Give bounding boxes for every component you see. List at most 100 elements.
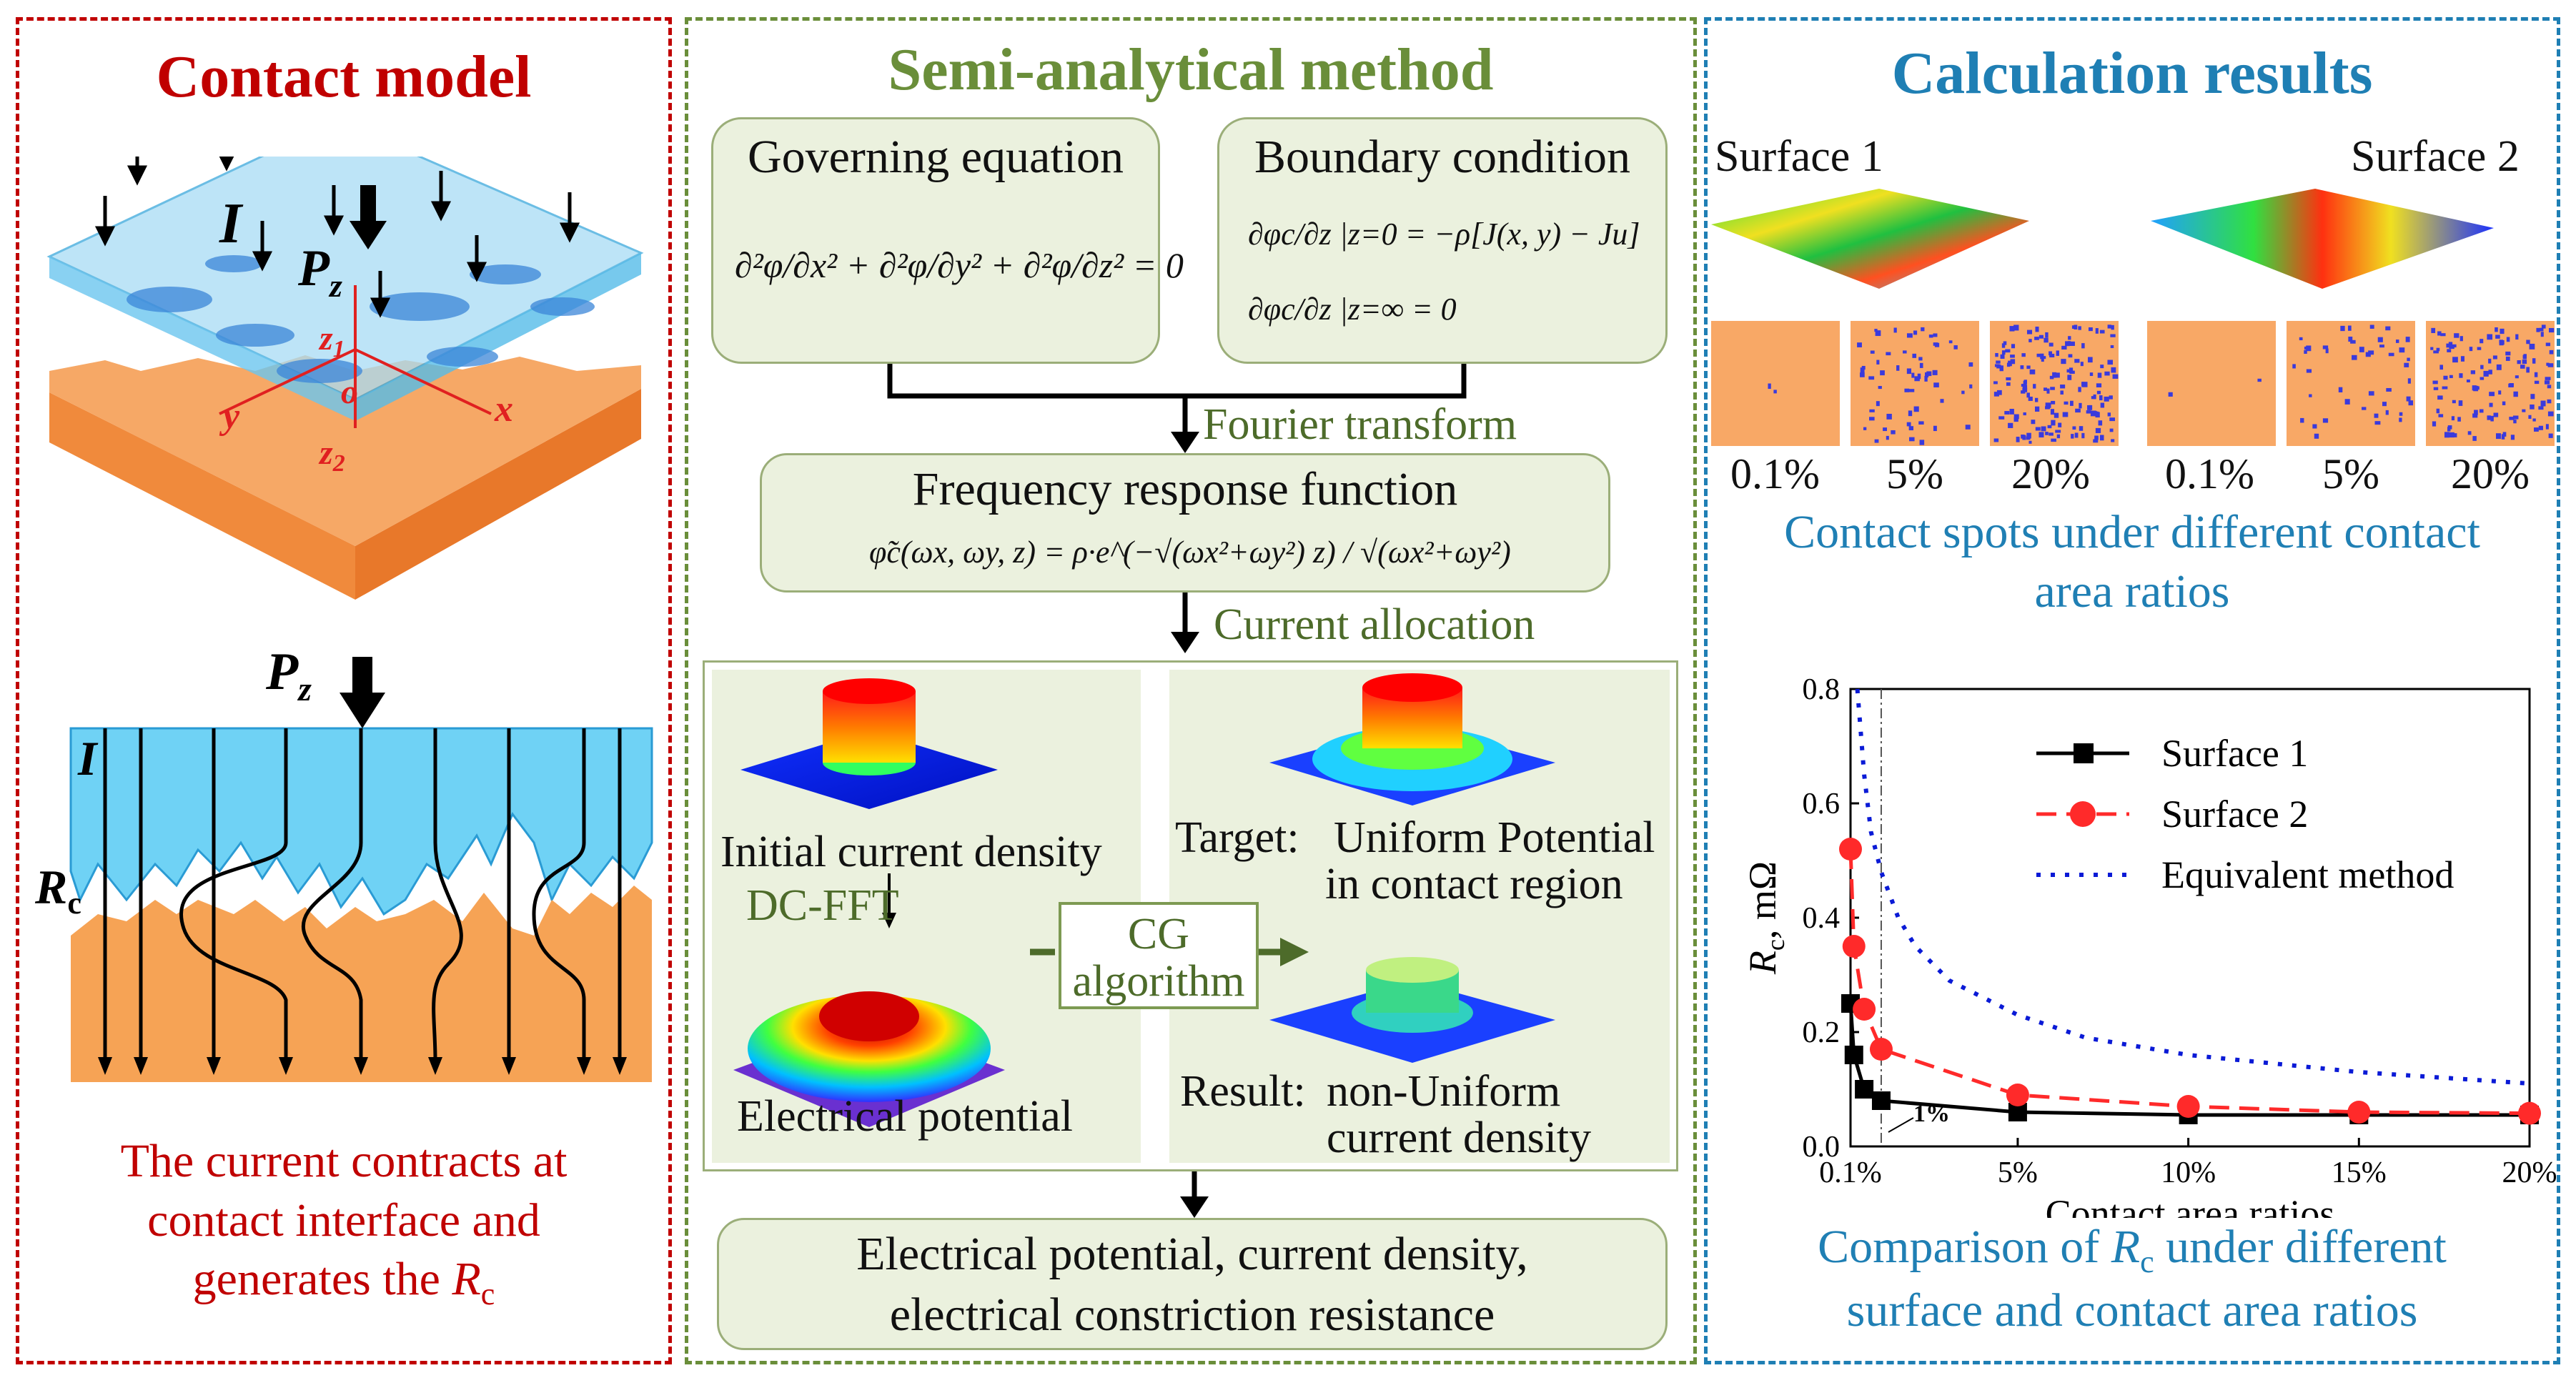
contact-spot bbox=[2340, 325, 2345, 332]
result-text-2: current density bbox=[1327, 1114, 1592, 1162]
algorithm-graphics bbox=[733, 673, 1555, 1127]
contact-spot bbox=[1999, 365, 2003, 372]
contact-spot bbox=[2510, 435, 2515, 440]
contact-spot bbox=[2480, 377, 2485, 380]
contact-spot-maps bbox=[1711, 321, 2555, 446]
cg-label-1: CG bbox=[1127, 910, 1190, 958]
contact-spot bbox=[2440, 333, 2446, 337]
contact-spot bbox=[1996, 360, 2001, 364]
contact-spot bbox=[1880, 370, 1885, 376]
contact-spot bbox=[2526, 339, 2530, 344]
contact-spot bbox=[2093, 394, 2096, 400]
contact-spot bbox=[2437, 395, 2443, 400]
contact-spot bbox=[2489, 402, 2493, 407]
data-point-s2 bbox=[1842, 935, 1866, 958]
contact-spot bbox=[2110, 344, 2114, 349]
label-Pz: P bbox=[297, 239, 330, 297]
contact-spot bbox=[2011, 344, 2016, 349]
contact-spot bbox=[2433, 387, 2439, 390]
contact-spot bbox=[2075, 408, 2081, 413]
axis-label-x: x bbox=[494, 389, 513, 430]
contact-spot bbox=[2509, 417, 2515, 420]
contact-spot bbox=[2061, 345, 2067, 350]
contact-spot bbox=[2070, 400, 2074, 406]
contact-spot bbox=[2093, 439, 2099, 443]
contact-spot bbox=[2306, 369, 2312, 373]
contact-spot bbox=[2452, 357, 2458, 363]
contact-spot bbox=[2060, 390, 2064, 395]
contact-spot bbox=[2016, 437, 2020, 442]
contact-spot bbox=[2407, 378, 2411, 384]
contact-spot bbox=[2430, 347, 2434, 350]
contact-spot bbox=[1993, 438, 1999, 442]
contact-spot bbox=[1896, 365, 1900, 371]
contact-spot bbox=[2023, 412, 2026, 416]
result-label: Result: bbox=[1180, 1067, 1306, 1116]
contact-spots-caption: Contact spots under different contact ar… bbox=[1708, 503, 2557, 621]
calculation-results-title: Calculation results bbox=[1891, 40, 2373, 106]
contact-spot bbox=[2382, 402, 2387, 407]
contact-spot bbox=[2074, 324, 2078, 329]
contact-spot bbox=[2447, 427, 2451, 432]
contact-spot bbox=[1875, 330, 1881, 337]
cg-label-2: algorithm bbox=[1072, 957, 1245, 1006]
contact-spot bbox=[1870, 350, 1875, 354]
fourier-transform-label: Fourier transform bbox=[1203, 400, 1517, 449]
data-point-s2 bbox=[2347, 1101, 2371, 1124]
x-tick-label: 10% bbox=[2161, 1156, 2216, 1189]
output-line-1: Electrical potential, current density, bbox=[856, 1228, 1528, 1280]
contact-spot bbox=[2107, 412, 2111, 417]
contact-spot bbox=[2546, 362, 2550, 366]
caption-line-1: The current contracts at bbox=[120, 1135, 568, 1187]
contact-spot bbox=[2068, 336, 2071, 340]
contact-spot bbox=[2008, 360, 2012, 367]
contact-spot bbox=[2488, 358, 2492, 364]
contact-spot bbox=[2292, 364, 2296, 369]
contact-spot bbox=[1874, 439, 1879, 443]
contact-spot bbox=[2110, 334, 2116, 337]
contact-spot bbox=[2058, 422, 2062, 427]
contact-spot bbox=[2060, 385, 2066, 389]
label-Pz-sub: z bbox=[328, 267, 342, 304]
contact-spot bbox=[2538, 425, 2543, 430]
contact-spot bbox=[1908, 426, 1914, 431]
spot-map-s1-0.1 bbox=[1711, 321, 1840, 446]
contact-spot bbox=[1908, 410, 1913, 417]
y-tick-label: 0.8 bbox=[1803, 673, 1841, 706]
contact-spot bbox=[2469, 347, 2473, 352]
y-tick-label: 0.2 bbox=[1803, 1016, 1841, 1049]
legend-label: Equivalent method bbox=[2161, 853, 2454, 896]
contact-spot bbox=[2004, 411, 2010, 415]
contact-spot bbox=[2480, 339, 2484, 344]
data-point-s2 bbox=[1839, 838, 1862, 861]
contact-spot bbox=[2449, 375, 2453, 379]
contact-spot bbox=[2088, 357, 2093, 363]
contact-spot bbox=[2368, 391, 2374, 396]
svg-text:Pz: Pz bbox=[265, 643, 312, 708]
contact-spot bbox=[2490, 415, 2494, 422]
contact-spot bbox=[2325, 348, 2329, 354]
contact-spot bbox=[2104, 371, 2110, 376]
contact-spot bbox=[2526, 367, 2530, 373]
axis-label-o: o bbox=[341, 373, 358, 411]
contact-spot bbox=[2069, 341, 2075, 346]
contact-spot bbox=[2496, 364, 2502, 370]
contact-spot bbox=[2517, 360, 2521, 365]
contact-model-panel: Contact model bbox=[16, 17, 672, 1364]
contact-spot bbox=[1918, 357, 1923, 361]
contact-spot bbox=[2439, 365, 2443, 370]
contact-spot bbox=[2532, 358, 2536, 364]
contact-spot bbox=[2322, 418, 2329, 423]
contact-spot bbox=[2479, 409, 2484, 413]
axis-label-z1: z bbox=[318, 319, 333, 357]
contact-spot bbox=[2079, 402, 2082, 409]
contact-spot bbox=[1860, 367, 1865, 374]
contact-spot bbox=[2064, 401, 2069, 405]
ratio-label: 20% bbox=[2451, 450, 2530, 497]
ratio-label: 5% bbox=[2322, 450, 2379, 497]
contact-spot bbox=[2532, 418, 2536, 422]
algorithm-frame: Initial current density DC-FFT Electrica… bbox=[703, 660, 1678, 1171]
svg-text:Rc: Rc bbox=[34, 860, 81, 921]
contact-spot bbox=[2045, 406, 2051, 410]
governing-equation-title: Governing equation bbox=[747, 131, 1124, 183]
